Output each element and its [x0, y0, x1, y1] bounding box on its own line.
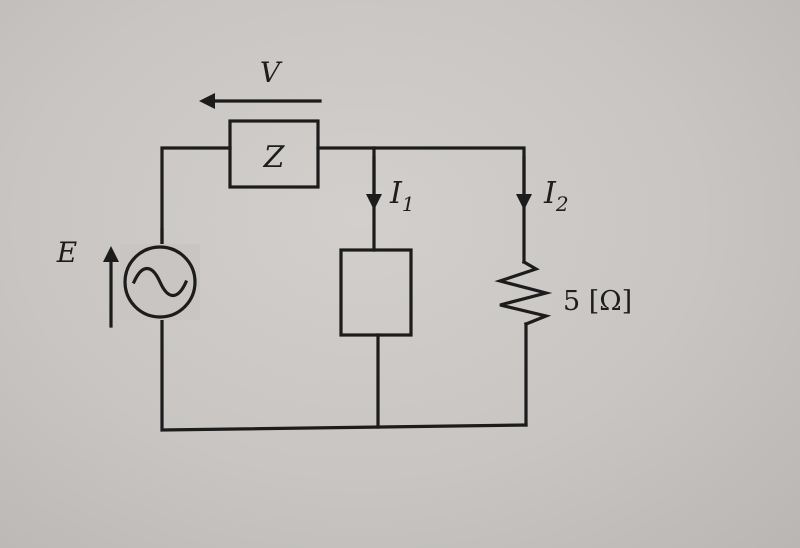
current-1-symbol: I	[389, 176, 403, 211]
resistor-zigzag-icon	[494, 259, 553, 327]
circuit-wires	[160, 146, 528, 432]
source-label: E	[56, 236, 77, 269]
current-2-subscript: 2	[555, 192, 569, 216]
current-2-symbol: I	[543, 176, 557, 211]
wire-top-right	[316, 146, 526, 264]
ac-voltage-source-icon	[120, 244, 200, 320]
voltage-label: V	[260, 56, 283, 89]
wire-bottom	[160, 313, 528, 432]
impedance-box-icon	[228, 119, 320, 189]
current-2-label: I2	[543, 176, 569, 216]
current-1-label: I1	[389, 176, 415, 216]
middle-component-box	[339, 248, 413, 337]
current-1-subscript: 1	[402, 192, 415, 216]
impedance-label: Z	[263, 140, 286, 175]
resistor-value: 5 [Ω]	[563, 286, 632, 317]
